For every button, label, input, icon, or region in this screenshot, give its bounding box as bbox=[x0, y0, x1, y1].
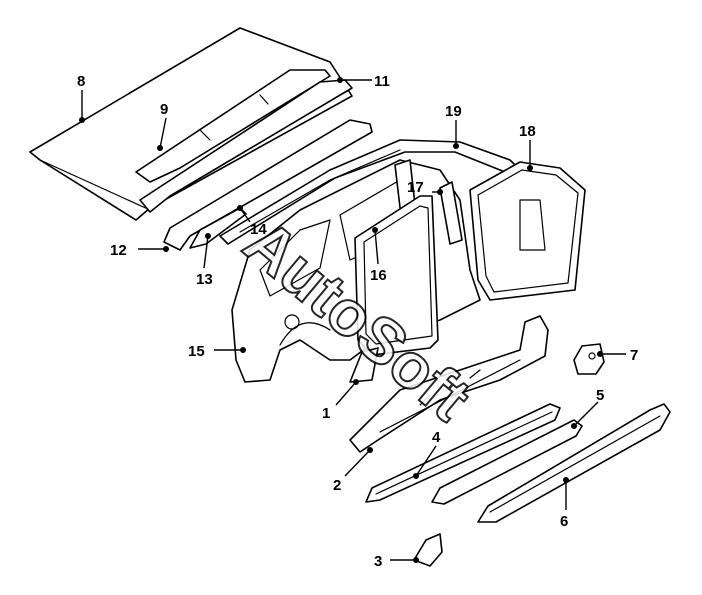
callout-number: 1 bbox=[322, 405, 330, 422]
callout-19[interactable]: 19 bbox=[445, 103, 462, 149]
callout-number: 4 bbox=[432, 429, 441, 446]
callout-number: 18 bbox=[519, 123, 536, 140]
callout-16[interactable]: 16 bbox=[370, 227, 387, 284]
callout-2[interactable]: 2 bbox=[333, 447, 373, 494]
rocker-panel-inner[interactable] bbox=[349, 315, 549, 453]
callout-number: 12 bbox=[110, 242, 127, 259]
callout-number: 7 bbox=[630, 347, 638, 364]
callout-11[interactable]: 11 bbox=[337, 73, 390, 90]
callout-12[interactable]: 12 bbox=[110, 242, 169, 259]
outer-rocker-moulding[interactable] bbox=[477, 403, 671, 523]
callout-number: 14 bbox=[250, 221, 267, 238]
front-bracket[interactable] bbox=[413, 533, 443, 567]
callout-13[interactable]: 13 bbox=[196, 233, 213, 288]
callout-number: 15 bbox=[188, 343, 205, 360]
callout-4[interactable]: 4 bbox=[413, 429, 441, 479]
callout-17[interactable]: 17 bbox=[407, 179, 443, 196]
roof-bow-front[interactable] bbox=[135, 69, 331, 183]
callout-number: 16 bbox=[370, 267, 387, 284]
callout-9[interactable]: 9 bbox=[157, 101, 168, 151]
roof-panel[interactable] bbox=[29, 27, 353, 221]
callout-5[interactable]: 5 bbox=[571, 387, 604, 429]
callout-14[interactable]: 14 bbox=[237, 205, 267, 238]
callout-number: 9 bbox=[160, 101, 168, 118]
callout-15[interactable]: 15 bbox=[188, 343, 246, 360]
callout-number: 6 bbox=[560, 513, 568, 530]
callout-3[interactable]: 3 bbox=[374, 553, 419, 570]
roof-bow-rear[interactable] bbox=[139, 79, 353, 213]
callout-number: 3 bbox=[374, 553, 382, 570]
callout-8[interactable]: 8 bbox=[77, 73, 85, 123]
callout-7[interactable]: 7 bbox=[597, 347, 638, 364]
callout-number: 19 bbox=[445, 103, 462, 120]
callout-18[interactable]: 18 bbox=[519, 123, 536, 171]
rear-door-weatherstrip[interactable] bbox=[469, 161, 586, 301]
callout-number: 11 bbox=[374, 73, 390, 90]
callout-number: 8 bbox=[77, 73, 85, 90]
callout-6[interactable]: 6 bbox=[560, 477, 569, 530]
callout-1[interactable]: 1 bbox=[322, 379, 359, 422]
rear-bracket[interactable] bbox=[573, 343, 605, 375]
reinforcement-plate[interactable] bbox=[349, 347, 379, 383]
callout-number: 13 bbox=[196, 271, 213, 288]
callout-number: 17 bbox=[407, 179, 424, 196]
callout-number: 2 bbox=[333, 477, 341, 494]
callout-number: 5 bbox=[596, 387, 604, 404]
sill-panel[interactable] bbox=[431, 419, 583, 505]
